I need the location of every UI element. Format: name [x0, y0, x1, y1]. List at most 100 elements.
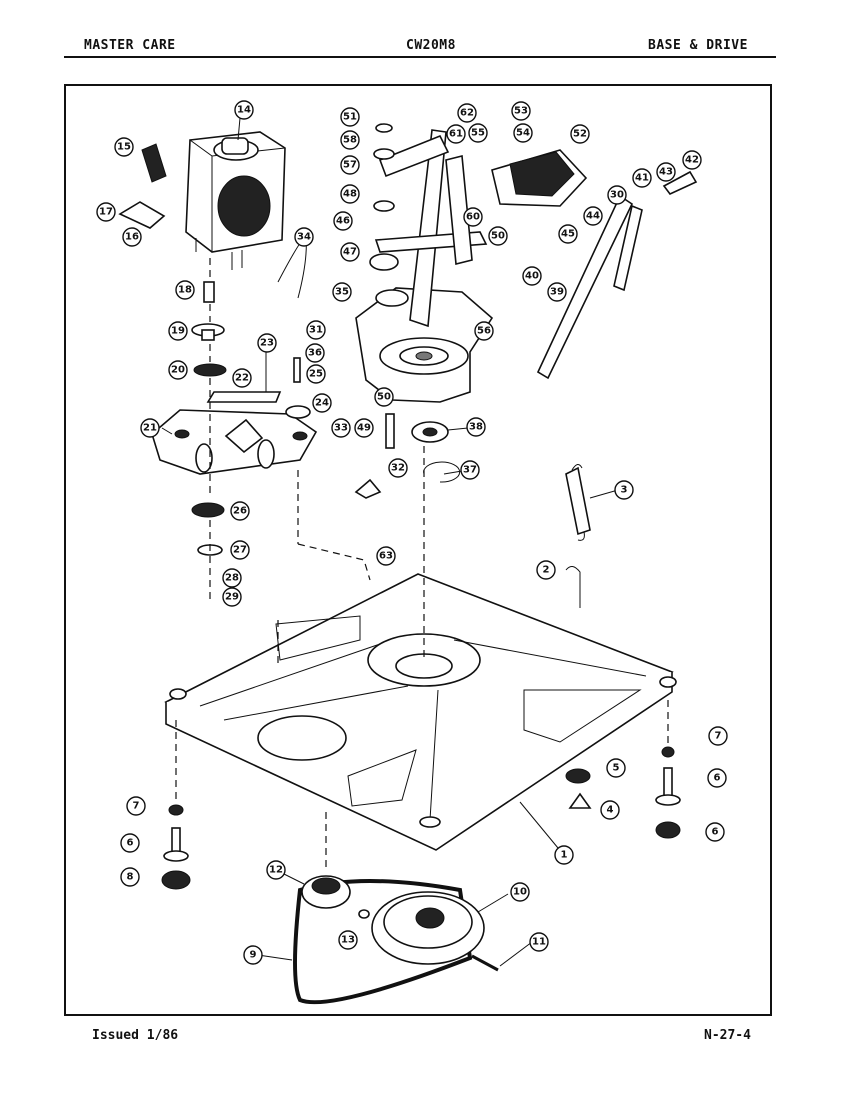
svg-text:60: 60 [466, 212, 480, 223]
callout-36: 36 [305, 343, 325, 363]
callout-2: 2 [536, 560, 556, 580]
callout-8: 8 [120, 867, 140, 887]
callout-61: 61 [446, 124, 466, 144]
alignment-lines [175, 258, 669, 870]
callout-27: 27 [230, 540, 250, 560]
callout-31: 31 [306, 320, 326, 340]
svg-text:50: 50 [491, 231, 505, 242]
callout-11: 11 [529, 932, 549, 952]
svg-text:7: 7 [715, 731, 722, 742]
callout-24: 24 [312, 393, 332, 413]
svg-text:19: 19 [171, 326, 185, 337]
svg-text:54: 54 [516, 128, 530, 139]
callout-3: 3 [614, 480, 634, 500]
svg-text:26: 26 [233, 506, 247, 517]
callout-44: 44 [583, 206, 603, 226]
svg-text:12: 12 [269, 865, 283, 876]
svg-text:22: 22 [235, 373, 249, 384]
svg-text:47: 47 [343, 247, 357, 258]
header-section-title: BASE & DRIVE [648, 38, 748, 53]
header-rule [64, 56, 776, 58]
callout-30: 30 [607, 185, 627, 205]
svg-text:10: 10 [513, 887, 527, 898]
svg-text:41: 41 [635, 173, 649, 184]
callout-33: 33 [331, 418, 351, 438]
svg-text:31: 31 [309, 325, 323, 336]
callout-22: 22 [232, 368, 252, 388]
belt-pulley-drawing [293, 875, 499, 1005]
callout-17: 17 [96, 202, 116, 222]
callout-6: 6 [707, 768, 727, 788]
svg-text:49: 49 [357, 423, 371, 434]
svg-text:42: 42 [685, 155, 699, 166]
page-code: N-27-4 [704, 1028, 751, 1043]
callout-1: 1 [554, 845, 574, 865]
callout-7b: 7 [126, 796, 146, 816]
svg-text:32: 32 [391, 463, 405, 474]
callout-35: 35 [332, 282, 352, 302]
callout-14: 14 [234, 100, 254, 120]
callout-6b: 6 [705, 822, 725, 842]
callout-18: 18 [175, 280, 195, 300]
svg-text:55: 55 [471, 128, 485, 139]
svg-text:35: 35 [335, 287, 349, 298]
svg-text:62: 62 [460, 108, 474, 119]
svg-text:20: 20 [171, 365, 185, 376]
svg-text:6: 6 [712, 827, 719, 838]
callout-55: 55 [468, 123, 488, 143]
svg-text:8: 8 [127, 872, 134, 883]
callout-43: 43 [656, 162, 676, 182]
callout-13: 13 [338, 930, 358, 950]
svg-text:11: 11 [532, 937, 546, 948]
svg-text:9: 9 [250, 950, 257, 961]
svg-text:37: 37 [463, 465, 477, 476]
svg-text:43: 43 [659, 167, 673, 178]
motor-drawing [185, 131, 286, 270]
svg-text:1: 1 [561, 850, 568, 861]
svg-text:18: 18 [178, 285, 192, 296]
callout-53: 53 [511, 101, 531, 121]
callout-29: 29 [222, 587, 242, 607]
svg-text:28: 28 [225, 573, 239, 584]
callout-50b: 50 [488, 226, 508, 246]
svg-text:53: 53 [514, 106, 528, 117]
svg-text:5: 5 [613, 763, 620, 774]
callout-51: 51 [340, 107, 360, 127]
header-model-number: CW20M8 [406, 38, 456, 53]
callout-20: 20 [168, 360, 188, 380]
svg-text:63: 63 [379, 551, 393, 562]
callout-26: 26 [230, 501, 250, 521]
svg-text:29: 29 [225, 592, 239, 603]
svg-text:17: 17 [99, 207, 113, 218]
callout-9: 9 [243, 945, 263, 965]
svg-text:51: 51 [343, 112, 357, 123]
callout-15: 15 [114, 137, 134, 157]
small-parts-drawing [118, 123, 698, 608]
callout-4: 4 [600, 800, 620, 820]
callout-62: 62 [457, 103, 477, 123]
callout-37: 37 [460, 460, 480, 480]
callout-42: 42 [682, 150, 702, 170]
callout-45: 45 [558, 224, 578, 244]
callout-41: 41 [632, 168, 652, 188]
svg-text:45: 45 [561, 229, 575, 240]
svg-text:16: 16 [125, 232, 139, 243]
gearcase-drawing [355, 129, 643, 403]
callout-52: 52 [570, 124, 590, 144]
svg-text:23: 23 [260, 338, 274, 349]
svg-text:38: 38 [469, 422, 483, 433]
svg-text:24: 24 [315, 398, 329, 409]
svg-text:27: 27 [233, 545, 247, 556]
callout-12: 12 [266, 860, 286, 880]
callout-32: 32 [388, 458, 408, 478]
base-frame-drawing [164, 573, 677, 851]
callout-39: 39 [547, 282, 567, 302]
callout-58: 58 [340, 130, 360, 150]
svg-text:33: 33 [334, 423, 348, 434]
callout-46: 46 [333, 211, 353, 231]
callout-63: 63 [376, 546, 396, 566]
callout-49: 49 [354, 418, 374, 438]
callout-28: 28 [222, 568, 242, 588]
callout-6c: 6 [120, 833, 140, 853]
